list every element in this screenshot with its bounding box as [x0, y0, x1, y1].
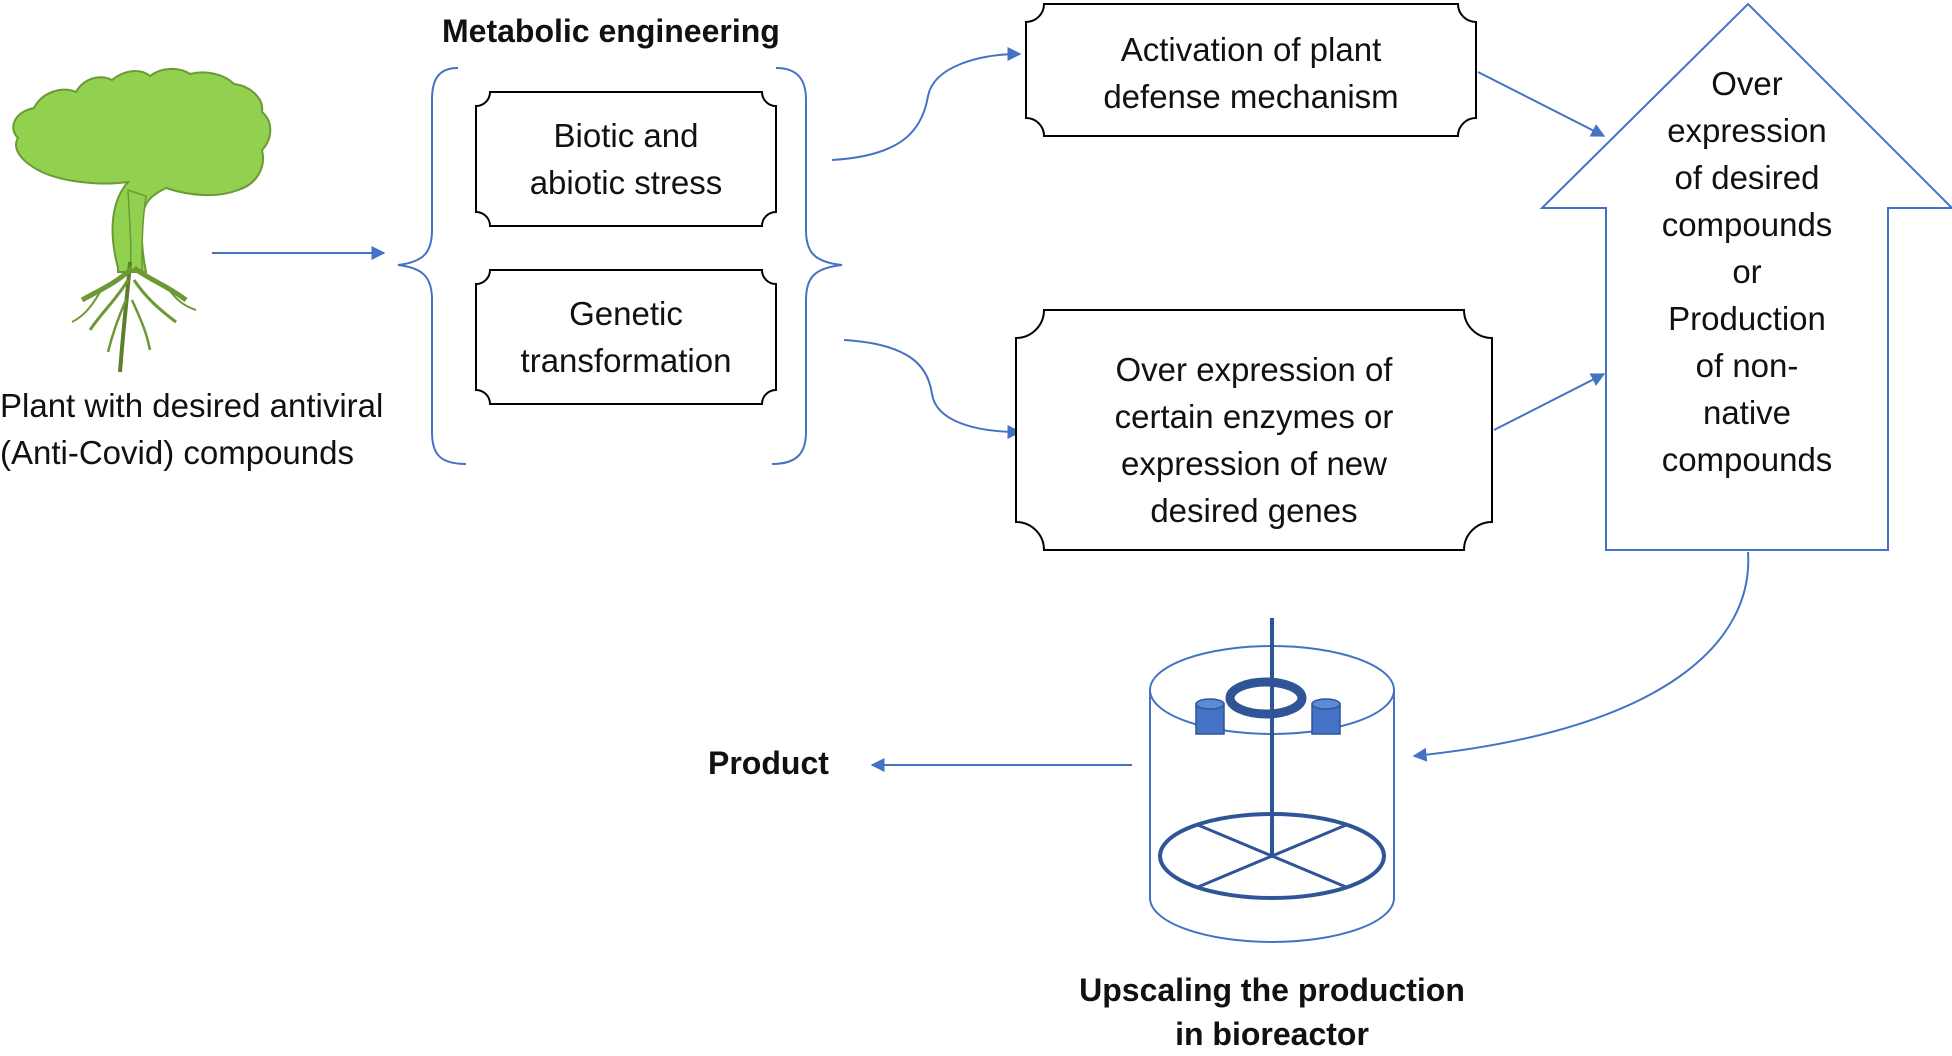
activation-line2: defense mechanism [1103, 78, 1399, 115]
activation-line1: Activation of plant [1120, 31, 1382, 68]
bioreactor-line2: in bioreactor [1175, 1016, 1369, 1052]
genetic-box [475, 269, 777, 405]
overexpression-box [1015, 309, 1493, 551]
big-arrow-line: compounds [1661, 441, 1833, 478]
arrow-to-bioreactor [1412, 551, 1750, 762]
right-brace [771, 67, 843, 465]
big-up-arrow [1539, 2, 1952, 551]
arrow-to-overexpression [843, 339, 1022, 439]
arrow-to-activation [831, 47, 1022, 161]
big-arrow-line: native [1702, 394, 1792, 431]
big-arrow-line: of non- [1695, 347, 1799, 384]
overexpression-line1: Over expression of [1115, 351, 1393, 388]
left-brace [397, 67, 467, 465]
activation-box-label: Activation of plant defense mechanism [1026, 26, 1476, 120]
product-label: Product [708, 745, 829, 781]
big-arrow-label: Over expression of desired compounds or … [1606, 60, 1888, 483]
arrow-overexpression-to-big [1493, 373, 1606, 431]
big-arrow-line: of desired [1674, 159, 1820, 196]
big-arrow-line: Production [1668, 300, 1826, 337]
metabolic-title: Metabolic engineering [442, 13, 780, 49]
genetic-line2: transformation [520, 342, 732, 379]
stress-box [475, 91, 777, 227]
stress-line1: Biotic and [553, 117, 699, 154]
tree-icon [12, 68, 272, 373]
overexpression-line4: desired genes [1150, 492, 1358, 529]
overexpression-box-label: Over expression of certain enzymes or ex… [1016, 346, 1492, 534]
big-arrow-line: Over [1711, 65, 1783, 102]
plant-label-line2: (Anti-Covid) compounds [0, 434, 354, 471]
genetic-line1: Genetic [569, 295, 683, 332]
plant-label: Plant with desired antiviral (Anti-Covid… [0, 382, 440, 476]
activation-box [1025, 3, 1477, 137]
big-arrow-line: expression [1667, 112, 1827, 149]
big-arrow-line: compounds [1661, 206, 1833, 243]
overexpression-line3: expression of new [1121, 445, 1387, 482]
big-arrow-line: or [1732, 253, 1762, 290]
arrow-activation-to-big [1477, 71, 1606, 137]
overexpression-line2: certain enzymes or [1114, 398, 1394, 435]
bioreactor-label: Upscaling the production in bioreactor [1022, 968, 1522, 1056]
plant-label-line1: Plant with desired antiviral [0, 387, 384, 424]
stress-box-label: Biotic and abiotic stress [476, 112, 776, 206]
bioreactor-line1: Upscaling the production [1079, 972, 1465, 1008]
genetic-box-label: Genetic transformation [476, 290, 776, 384]
stress-line2: abiotic stress [529, 164, 723, 201]
bioreactor-icon [1149, 618, 1395, 943]
